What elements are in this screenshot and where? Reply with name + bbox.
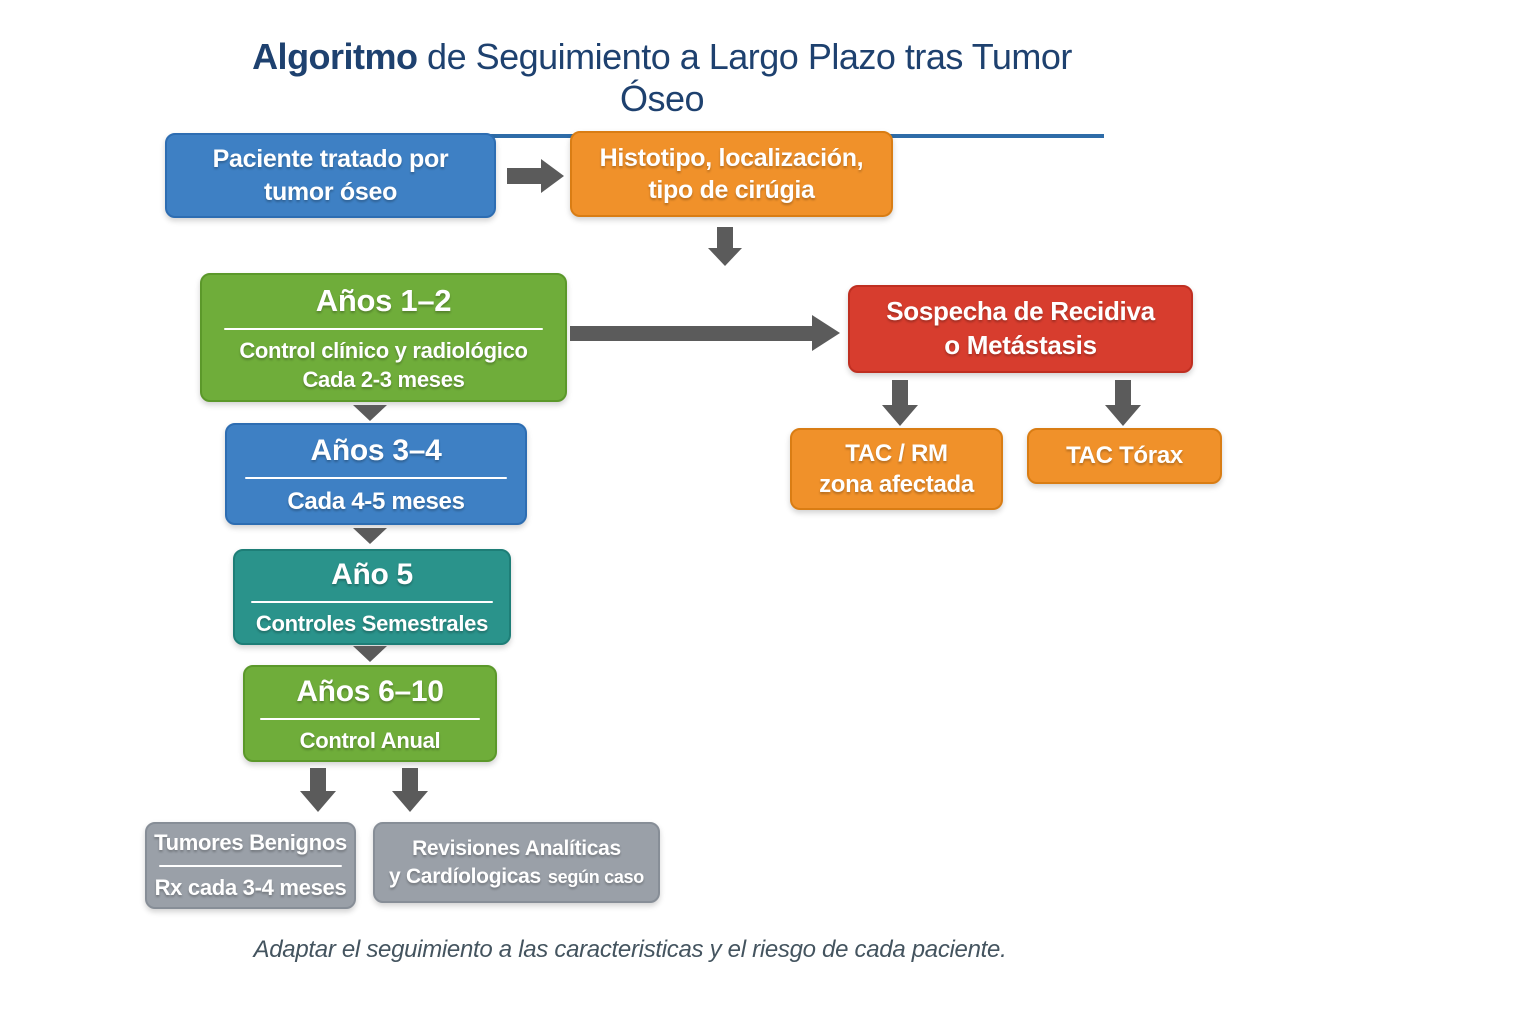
box-revisions-line2-bold: y Cardíologicas (389, 864, 541, 888)
box-revisions-line2-small: según caso (547, 866, 644, 887)
box-benign-tumors: Tumores Benignos Rx cada 3-4 meses (145, 822, 356, 909)
box-years-6-10: Años 6–10 Control Anual (243, 665, 497, 762)
box-histotype-line1: Histotipo, localización, (599, 143, 864, 172)
separator (223, 328, 544, 331)
box-suspicion-line1: Sospecha de Recidiva (886, 296, 1155, 327)
box-years-3-4-line1: Cada 4-5 meses (287, 487, 465, 515)
box-tac-torax: TAC Tórax (1027, 428, 1222, 484)
box-years-6-10-title: Años 6–10 (296, 674, 444, 708)
box-revisions: Revisiones Analíticas y Cardíologicas seg… (373, 822, 660, 903)
arrow-years-3-4-down (353, 528, 387, 544)
box-years-3-4: Años 3–4 Cada 4-5 meses (225, 423, 527, 525)
separator (244, 476, 508, 479)
box-patient: Paciente tratado por tumor óseo (165, 133, 496, 218)
box-year-5-line1: Controles Semestrales (255, 611, 489, 637)
box-years-6-10-line1: Control Anual (299, 727, 441, 753)
page-title-bold: Algoritmo (252, 36, 418, 77)
box-revisions-line2: y Cardíologicas según caso (389, 863, 644, 890)
box-suspicion: Sospecha de Recidiva o Metástasis (848, 285, 1193, 373)
box-suspicion-line2: o Metástasis (944, 330, 1097, 360)
box-histotype-line2: tipo de cirúgia (648, 176, 815, 204)
box-years-1-2-line2: Cada 2-3 meses (302, 366, 465, 392)
box-years-1-2-title: Años 1–2 (315, 282, 452, 318)
separator (260, 717, 480, 720)
box-tac-rm-line1: TAC / RM (845, 439, 948, 467)
box-histotype: Histotipo, localización, tipo de cirúgia (570, 131, 893, 217)
page-title-rest: de Seguimiento a Largo Plazo tras Tumor … (417, 36, 1072, 119)
box-tac-torax-line1: TAC Tórax (1066, 442, 1183, 470)
box-years-1-2: Años 1–2 Control clínico y radiológico C… (200, 273, 567, 402)
separator (251, 601, 493, 604)
box-patient-line1: Paciente tratado por (212, 145, 449, 173)
box-tac-rm-line2: zona afectada (819, 471, 974, 498)
box-revisions-line1: Revisiones Analíticas (412, 837, 621, 861)
box-year-5: Año 5 Controles Semestrales (233, 549, 511, 645)
box-benign-line1: Rx cada 3-4 meses (154, 874, 347, 900)
separator (159, 864, 342, 867)
arrow-year-5-down (353, 646, 387, 662)
page-title: Algoritmo de Seguimiento a Largo Plazo t… (220, 36, 1104, 138)
box-tac-rm: TAC / RM zona afectada (790, 428, 1003, 510)
arrow-years-1-2-down (353, 405, 387, 421)
footer-note: Adaptar el seguimiento a las caracterist… (253, 936, 1007, 963)
box-patient-line2: tumor óseo (263, 177, 398, 206)
box-years-1-2-line1: Control clínico y radiológico (239, 338, 528, 364)
box-year-5-title: Año 5 (331, 558, 413, 592)
box-years-3-4-title: Años 3–4 (310, 433, 442, 467)
box-benign-title: Tumores Benignos (154, 829, 347, 855)
